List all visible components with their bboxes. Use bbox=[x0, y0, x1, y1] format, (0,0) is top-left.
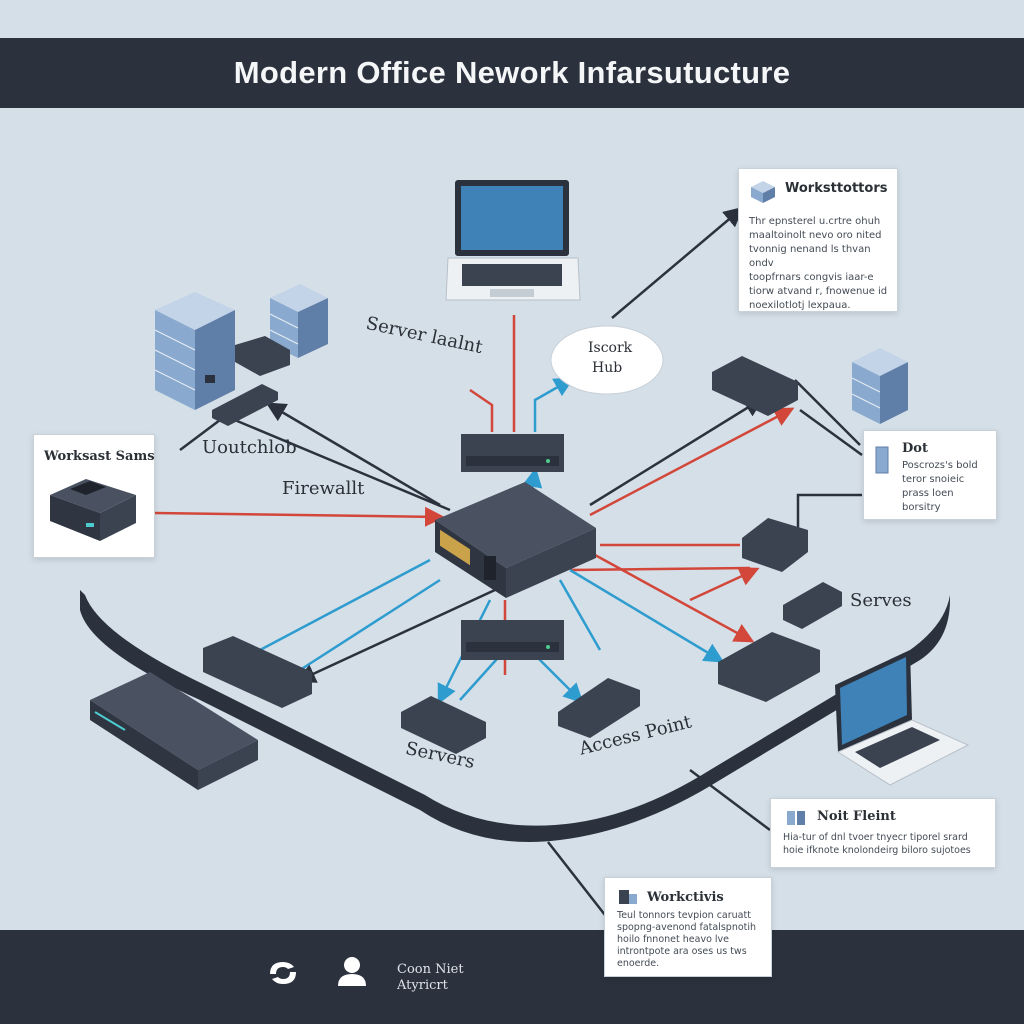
card-line: enoerde. bbox=[617, 958, 660, 969]
card-line: toopfrnars congvis iaar-e bbox=[749, 272, 874, 283]
server-rack-icon bbox=[619, 890, 637, 904]
card-line: maaltoinolt nevo oro nited bbox=[749, 230, 882, 241]
server-rack-icon bbox=[269, 284, 328, 358]
card-line: hoilo fnnonet heavo lve bbox=[617, 934, 730, 945]
workctivis-card: Workctivis Teul tonnors tevpion caruatt … bbox=[604, 877, 772, 977]
server-rack-icon bbox=[751, 181, 775, 203]
workstat-sams-title: Worksast Sams bbox=[44, 449, 155, 464]
laptop-icon bbox=[445, 180, 581, 301]
workstations-card: Worksttottors Thr epnsterel u.crtre ohuh… bbox=[738, 168, 898, 312]
hub-bubble-line2: Hub bbox=[592, 360, 623, 376]
switch-icon bbox=[203, 336, 842, 754]
card-line: Teul tonnors tevpion caruatt bbox=[617, 910, 751, 921]
footer-line: Atyricrt bbox=[397, 978, 448, 993]
card-line: spopng-avenond fatalspnotih bbox=[617, 922, 757, 933]
noit-fleint-title: Noit Fleint bbox=[817, 809, 896, 824]
dot-card: Dot Poscrozs's bold teror snoieic prass … bbox=[863, 430, 997, 520]
floor-platform bbox=[80, 590, 950, 842]
card-line: tvonnig nenand ls thvan ondv bbox=[749, 244, 871, 269]
card-line: Hia-tur of dnl tvoer tnyecr tiporel srar… bbox=[783, 832, 968, 843]
card-line: hoie ifknote knolondeirg biloro sujotoes bbox=[783, 845, 971, 856]
workstation-icon bbox=[50, 479, 136, 541]
footer-line: Coon Niet bbox=[397, 962, 464, 977]
card-line: introntpote ara oses us tws bbox=[617, 946, 747, 957]
card-line: noexilotlotj lexpaua. bbox=[749, 300, 851, 311]
card-line: prass loen borsitry bbox=[902, 488, 954, 513]
laptop-icon bbox=[835, 650, 970, 786]
label-serves-right: Serves bbox=[850, 590, 912, 611]
user-icon bbox=[338, 957, 366, 986]
workstations-card-body: Thr epnsterel u.crtre ohuh maaltoinolt n… bbox=[749, 215, 891, 313]
page-title: Modern Office Nework Infarsutucture bbox=[233, 55, 791, 90]
workctivis-body: Teul tonnors tevpion caruatt spopng-aven… bbox=[617, 910, 767, 970]
workstations-card-title: Worksttottors bbox=[785, 181, 888, 196]
noit-fleint-body: Hia-tur of dnl tvoer tnyecr tiporel srar… bbox=[783, 831, 991, 857]
firewall-icon bbox=[90, 672, 258, 790]
switch-icon bbox=[461, 434, 564, 660]
server-rack-icon bbox=[154, 292, 235, 410]
noit-fleint-card: Noit Fleint Hia-tur of dnl tvoer tnyecr … bbox=[770, 798, 996, 868]
card-line: teror snoieic bbox=[902, 474, 965, 485]
workstat-sams-card: Worksast Sams bbox=[33, 434, 155, 558]
server-rack-icon bbox=[787, 811, 805, 825]
footer-text: Coon Niet Atyricrt bbox=[397, 962, 464, 994]
dot-card-body: Poscrozs's bold teror snoieic prass loen… bbox=[902, 459, 994, 515]
workctivis-title: Workctivis bbox=[647, 890, 724, 905]
server-rack-icon bbox=[851, 348, 908, 424]
label-firewall: Firewallt bbox=[282, 478, 365, 499]
dot-card-title: Dot bbox=[902, 441, 928, 456]
label-switch-hub: Uoutchlob bbox=[202, 437, 297, 458]
footer-bar bbox=[0, 930, 1024, 1024]
server-tower-icon bbox=[875, 446, 889, 474]
hub-bubble-line1: Iscork bbox=[588, 340, 633, 356]
card-line: Poscrozs's bold bbox=[902, 460, 978, 471]
card-line: tiorw atvand r, fnowenue id bbox=[749, 286, 888, 297]
red-links bbox=[154, 315, 795, 675]
hub-bubble bbox=[550, 325, 664, 395]
card-line: Thr epnsterel u.crtre ohuh bbox=[749, 216, 881, 227]
router-icon bbox=[435, 482, 596, 598]
title-banner bbox=[0, 38, 1024, 108]
gear-icon bbox=[270, 962, 296, 984]
